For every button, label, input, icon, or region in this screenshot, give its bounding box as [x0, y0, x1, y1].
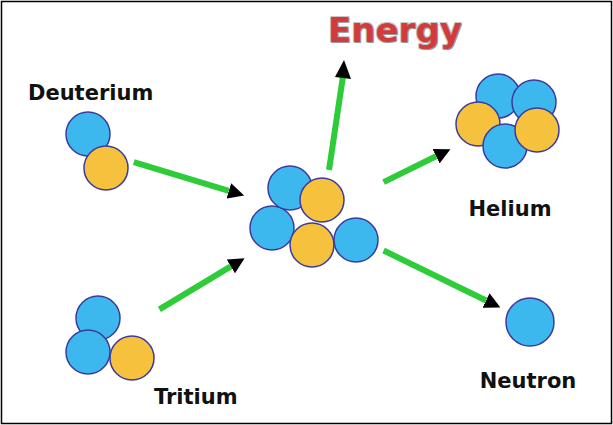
particle-cluster: Neutron [504, 296, 556, 348]
neutron-particle [334, 218, 378, 262]
proton-particle [84, 146, 128, 190]
energy-arrow [329, 76, 343, 170]
particle-label: Deuterium [28, 82, 153, 105]
particle-label: Helium [468, 198, 551, 221]
particle-cluster [248, 164, 380, 269]
particle-cluster: Deuterium [64, 110, 130, 192]
proton-particle [290, 223, 334, 267]
reaction-arrow [384, 250, 486, 300]
energy-arrowhead [335, 60, 351, 79]
energy-label: Energy [328, 12, 462, 49]
proton-particle [515, 108, 559, 152]
particle-label: Neutron [480, 370, 577, 393]
neutron-particle [506, 298, 554, 346]
particle-label: Tritium [154, 386, 238, 409]
reaction-arrow [159, 266, 230, 309]
particles [66, 74, 559, 380]
proton-particle [300, 178, 344, 222]
particle-cluster: Tritium [64, 294, 156, 384]
neutron-particle [250, 206, 294, 250]
particle-cluster: Helium [454, 72, 561, 170]
reaction-arrow [134, 162, 229, 191]
neutron-particle [66, 330, 110, 374]
reaction-arrow [384, 156, 436, 182]
proton-particle [110, 336, 154, 380]
